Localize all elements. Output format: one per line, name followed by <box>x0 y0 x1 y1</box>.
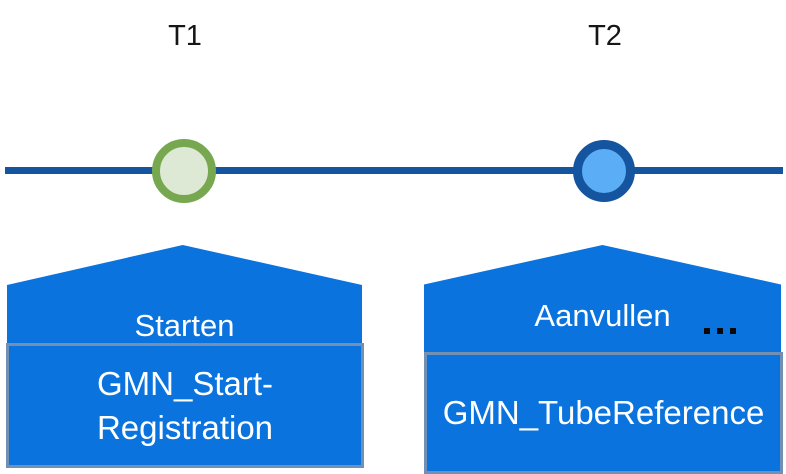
circle-marker-green-icon[interactable] <box>152 139 216 203</box>
event-object-label-start: GMN_Start-Registration <box>96 364 274 446</box>
event-card-supplement[interactable]: Aanvullen GMN_TubeReference <box>400 237 786 474</box>
pentagon-shape-supplement: Aanvullen <box>424 245 781 361</box>
ellipsis-dot <box>717 328 723 334</box>
tick-label-t2: T2 <box>588 20 622 52</box>
circle-marker-blue-icon[interactable] <box>573 140 635 202</box>
event-object-box-start[interactable]: GMN_Start-Registration <box>6 343 364 468</box>
event-object-label-supplement: GMN_TubeReference <box>442 394 765 431</box>
event-card-start[interactable]: Starten GMN_Start-Registration <box>0 237 386 474</box>
ellipsis-dot <box>730 328 736 334</box>
event-object-box-supplement[interactable]: GMN_TubeReference <box>424 352 783 474</box>
timeline-axis <box>5 167 783 174</box>
pentagon-shape-start: Starten <box>7 245 362 353</box>
event-action-label-supplement: Aanvullen <box>534 298 671 333</box>
event-action-label-start: Starten <box>134 308 235 343</box>
ellipsis-icon <box>704 328 736 334</box>
ellipsis-dot <box>704 328 710 334</box>
tick-label-t1: T1 <box>168 20 202 52</box>
